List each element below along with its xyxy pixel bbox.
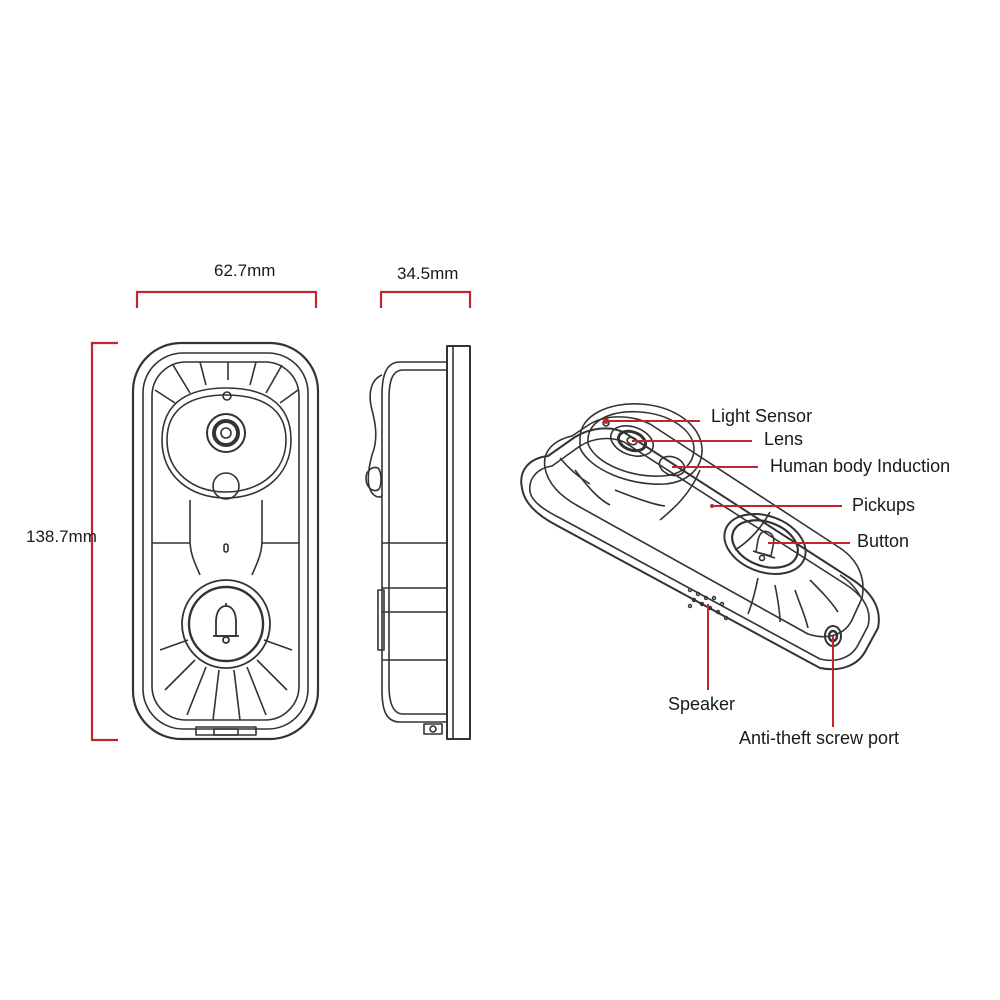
button-label: Button [857,531,910,551]
width-dimension-label: 62.7mm [214,261,276,280]
perspective-view-bell-icon [752,530,776,562]
callout-lines [606,420,850,727]
light-sensor-label: Light Sensor [711,406,813,426]
side-view [365,345,471,740]
human-body-induction-label: Human body Induction [770,456,951,476]
speaker-label: Speaker [668,694,736,714]
height-dimension-label: 138.7mm [26,527,97,546]
front-view [131,341,320,741]
perspective-view [520,403,880,671]
width-dimension-bracket [135,290,318,308]
callout-dots [603,418,714,508]
depth-dimension-bracket [379,290,472,308]
lens-label: Lens [764,429,804,449]
pickups-label: Pickups [852,495,916,515]
height-dimension-bracket [90,341,118,742]
front-view-bell-icon [213,603,239,644]
anti-theft-screw-port-label: Anti-theft screw port [739,728,900,748]
depth-dimension-label: 34.5mm [397,264,459,283]
